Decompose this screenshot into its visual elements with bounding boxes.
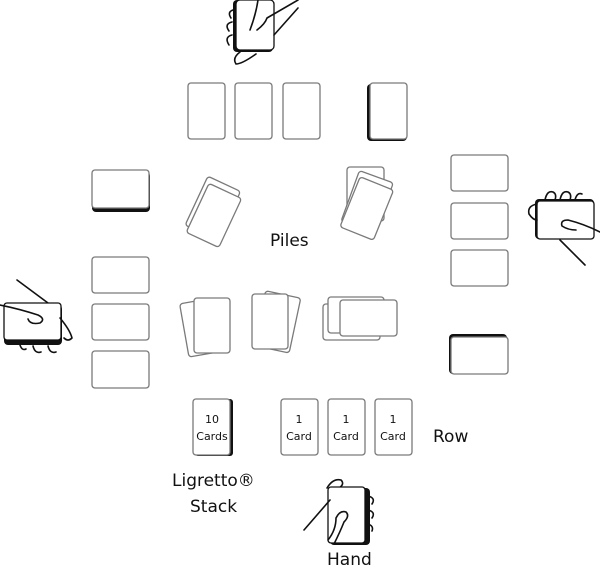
pile[interactable] bbox=[251, 290, 301, 354]
top-player bbox=[187, 0, 408, 141]
top-row-card[interactable] bbox=[234, 82, 273, 140]
row-card-unit: Card bbox=[380, 430, 406, 443]
stack-unit: Cards bbox=[196, 430, 228, 443]
pile[interactable] bbox=[340, 166, 394, 241]
right-row-card[interactable] bbox=[450, 202, 509, 240]
top-row-card[interactable] bbox=[282, 82, 321, 140]
right-row-card[interactable] bbox=[450, 154, 509, 192]
stack-label-line2: Stack bbox=[190, 497, 237, 517]
ligretto-stack[interactable]: 10 Cards bbox=[192, 398, 233, 456]
right-hand-icon bbox=[527, 190, 600, 266]
pile[interactable] bbox=[322, 296, 398, 341]
row-card[interactable]: 1 Card bbox=[280, 398, 319, 456]
piles-label: Piles bbox=[270, 231, 309, 251]
row-card-count: 1 bbox=[296, 413, 303, 426]
right-ligretto-stack[interactable] bbox=[449, 334, 509, 375]
pile[interactable] bbox=[179, 297, 231, 358]
row-card-unit: Card bbox=[286, 430, 312, 443]
left-row-card[interactable] bbox=[91, 303, 150, 341]
right-row-card[interactable] bbox=[450, 249, 509, 287]
pile[interactable] bbox=[183, 176, 245, 248]
left-ligretto-stack[interactable] bbox=[91, 169, 150, 212]
row-card-count: 1 bbox=[390, 413, 397, 426]
bottom-hand-icon bbox=[303, 478, 375, 545]
top-hand-icon bbox=[226, 0, 299, 65]
left-row-card[interactable] bbox=[91, 350, 150, 389]
left-row-card[interactable] bbox=[91, 256, 150, 294]
row-card-count: 1 bbox=[343, 413, 350, 426]
top-ligretto-stack[interactable] bbox=[367, 82, 408, 141]
right-player bbox=[449, 154, 600, 375]
row-card[interactable]: 1 Card bbox=[327, 398, 366, 456]
row-label: Row bbox=[433, 427, 468, 447]
row-card-unit: Card bbox=[333, 430, 359, 443]
stack-label-line1: Ligretto® bbox=[172, 471, 255, 491]
left-hand-icon bbox=[0, 279, 73, 354]
stack-count: 10 bbox=[205, 413, 219, 426]
bottom-player: 10 Cards 1 Card 1 Card 1 Card Row Ligret… bbox=[172, 398, 468, 568]
center-piles: Piles bbox=[179, 166, 398, 358]
left-player bbox=[0, 169, 150, 389]
row-card[interactable]: 1 Card bbox=[374, 398, 413, 456]
top-row-card[interactable] bbox=[187, 82, 226, 140]
hand-label: Hand bbox=[327, 550, 372, 568]
